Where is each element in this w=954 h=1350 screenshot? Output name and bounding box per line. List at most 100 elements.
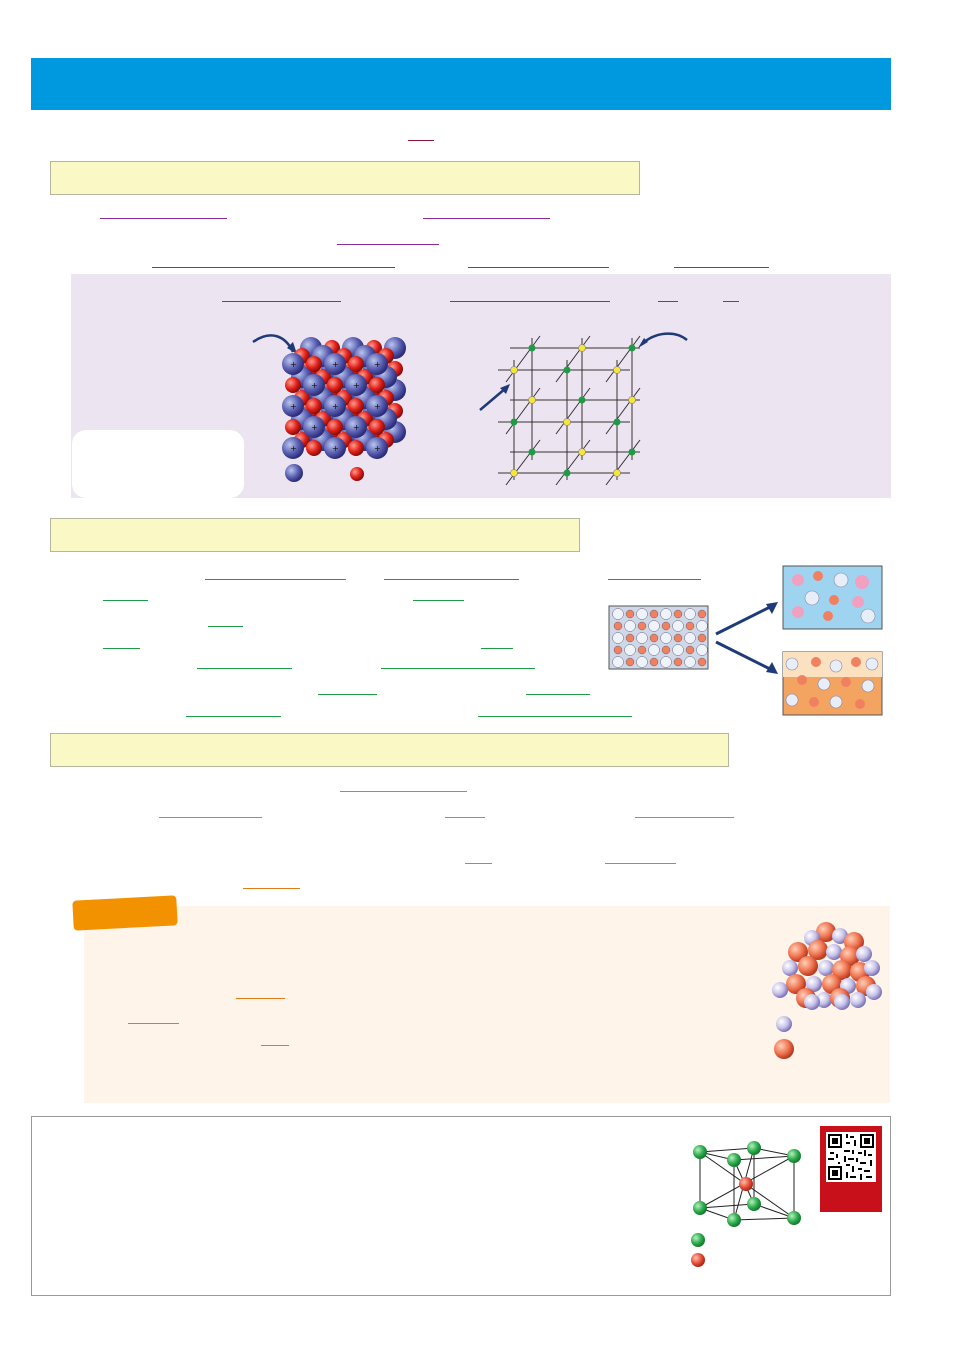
charge-mark: +	[290, 444, 297, 453]
cation-sphere	[282, 395, 304, 417]
blank	[236, 998, 285, 999]
cation-sphere	[324, 353, 346, 375]
blank	[381, 668, 535, 669]
title-banner	[31, 58, 891, 110]
charge-mark: +	[332, 444, 339, 453]
example-tag	[72, 895, 178, 931]
blank	[100, 218, 227, 219]
blank	[468, 267, 609, 268]
anion-sphere	[348, 440, 364, 456]
anion-dot	[612, 608, 624, 620]
cation-sphere	[303, 374, 325, 396]
cation-dot	[649, 609, 659, 619]
cation-sphere	[366, 395, 388, 417]
qr-icon[interactable]	[826, 1132, 876, 1182]
anion-sphere	[327, 377, 343, 393]
blank	[340, 791, 467, 792]
blank	[674, 267, 769, 268]
cation-dot	[697, 609, 707, 619]
blank	[205, 579, 346, 580]
cation-dot	[637, 645, 647, 655]
anion-dot	[660, 632, 672, 644]
ionic-cube-figure: +++++++++++++	[252, 334, 406, 482]
small-ion	[832, 928, 848, 944]
anion-dot	[660, 656, 672, 668]
blank	[222, 301, 341, 302]
blank	[481, 648, 513, 649]
small-ion	[816, 992, 832, 1008]
anion-dot	[636, 632, 648, 644]
small-ion	[782, 960, 798, 976]
anion-sphere	[369, 419, 385, 435]
blank	[465, 863, 492, 864]
section-1-header	[50, 161, 640, 195]
charge-mark: +	[290, 360, 297, 369]
anion-dot	[684, 656, 696, 668]
small-ion	[856, 946, 872, 962]
small-ion	[806, 976, 822, 992]
blank	[243, 888, 300, 889]
anion-sphere	[369, 377, 385, 393]
qr-code-icon	[828, 1134, 874, 1180]
anion-sphere	[285, 377, 301, 393]
blank	[658, 301, 678, 302]
charge-mark: +	[311, 423, 318, 432]
section-2-header	[50, 518, 580, 552]
intro-blank	[408, 140, 434, 141]
cation-sphere	[345, 374, 367, 396]
anion-sphere	[348, 398, 364, 414]
cation-sphere	[282, 437, 304, 459]
cation-sphere	[303, 416, 325, 438]
large-ion	[798, 956, 818, 976]
anion-dot	[660, 608, 672, 620]
anion-dot	[612, 656, 624, 668]
anion-sphere	[327, 419, 343, 435]
blank	[413, 600, 464, 601]
large-ion	[788, 942, 808, 962]
anion-dot	[672, 620, 684, 632]
cation-sphere	[366, 353, 388, 375]
blank	[478, 716, 632, 717]
cation-dot	[697, 633, 707, 643]
blank	[445, 817, 485, 818]
section-3-header	[50, 733, 729, 767]
charge-mark: +	[353, 381, 360, 390]
small-ion	[864, 960, 880, 976]
cluster-figure	[772, 922, 882, 1059]
cation-dot	[649, 633, 659, 643]
blank	[450, 301, 610, 302]
blank	[152, 267, 395, 268]
note-card	[72, 430, 244, 498]
blank	[423, 218, 550, 219]
cation-dot	[637, 621, 647, 631]
cation-dot	[661, 645, 671, 655]
lattice-figure	[479, 332, 688, 486]
unit-cell-figure	[691, 1141, 801, 1267]
cation-dot	[673, 657, 683, 667]
blank	[608, 579, 701, 580]
small-ion	[818, 960, 834, 976]
cation-dot	[697, 657, 707, 667]
blank	[128, 1023, 179, 1024]
cation-dot	[685, 621, 695, 631]
cation-sphere	[324, 437, 346, 459]
cation-sphere	[345, 416, 367, 438]
anion-sphere	[348, 356, 364, 372]
charge-mark: +	[290, 402, 297, 411]
small-ion	[804, 994, 820, 1010]
cation-dot	[625, 609, 635, 619]
charge-mark: +	[374, 444, 381, 453]
blank	[526, 694, 590, 695]
large-ion	[832, 960, 852, 980]
large-ion	[816, 922, 836, 942]
large-ion	[808, 940, 828, 960]
blank	[208, 626, 243, 627]
anion-sphere	[285, 419, 301, 435]
charge-mark: +	[374, 360, 381, 369]
blank	[197, 668, 292, 669]
blank	[723, 301, 739, 302]
blank	[261, 1045, 289, 1046]
cation-sphere	[282, 353, 304, 375]
anion-dot	[696, 620, 708, 632]
blank	[186, 716, 281, 717]
